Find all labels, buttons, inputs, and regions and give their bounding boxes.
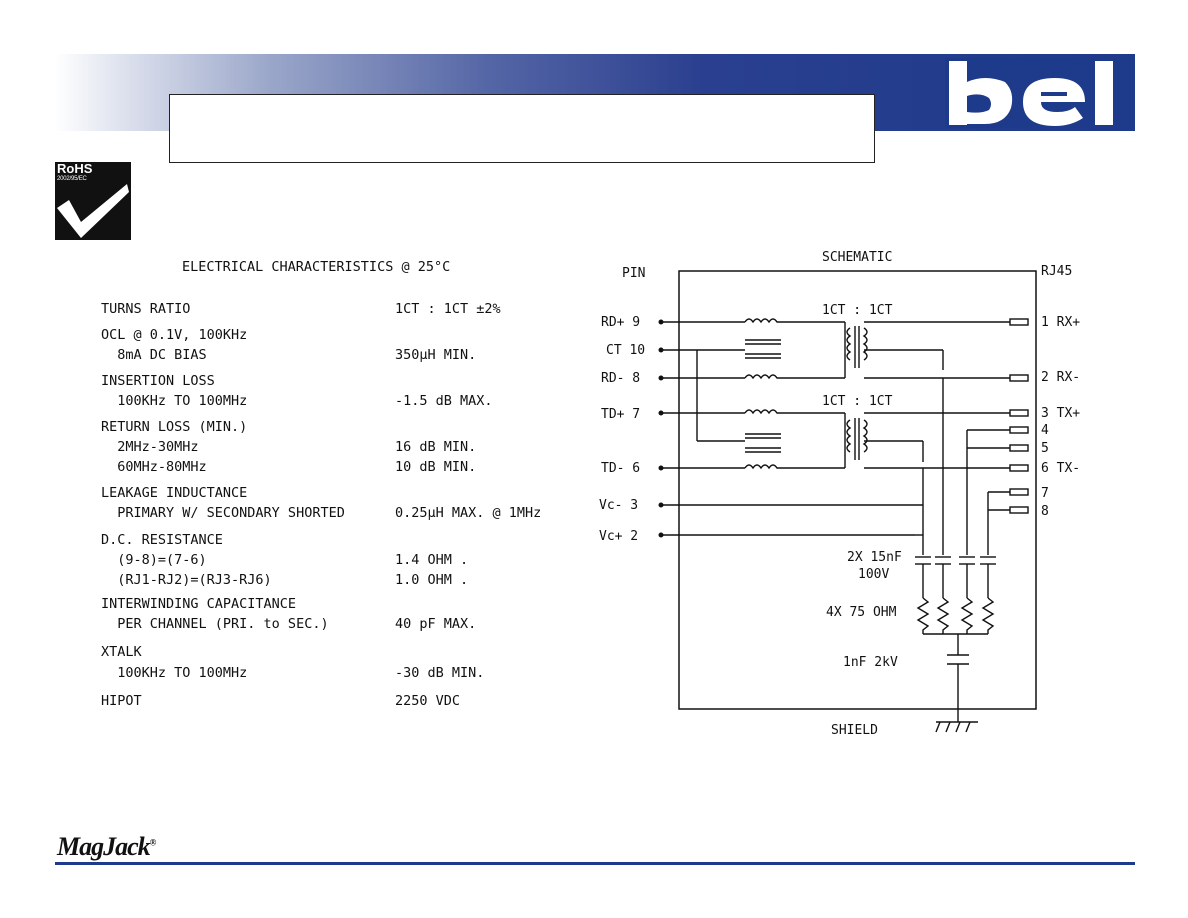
rohs-badge: RoHS 2002/95/EC [55,162,131,240]
pin-ct: CT 10 [606,343,645,358]
magjack-logo: MagJack® [57,832,156,862]
rohs-sub: 2002/95/EC [57,176,87,182]
param-label: INTERWINDING CAPACITANCE [101,596,297,612]
param-label: PRIMARY W/ SECONDARY SHORTED [101,505,345,521]
magjack-brand: MagJack [57,832,151,861]
rj-pin-7: 7 [1041,486,1049,501]
checkmark-icon [57,184,129,238]
param-value: 1.4 OHM . [395,552,469,568]
rj-pin-8: 8 [1041,504,1049,519]
pin-vc-minus: Vc- 3 [599,498,638,513]
param-label: 2MHz-30MHz [101,439,199,455]
param-value: 0.25µH MAX. @ 1MHz [395,505,542,521]
param-value: 350µH MIN. [395,347,477,363]
module-outline [678,270,1037,710]
pin-td-plus: TD+ 7 [601,407,640,422]
pin-rd-plus: RD+ 9 [601,315,640,330]
bel-logo [945,58,1135,128]
param-label: 60MHz-80MHz [101,459,207,475]
param-value: 1.0 OHM . [395,572,469,588]
param-value: -30 dB MIN. [395,665,485,681]
rj45-header: RJ45 [1041,264,1072,279]
cap-label-2: 100V [858,567,889,582]
rj-pin-6: 6 TX- [1041,461,1080,476]
param-label: (RJ1-RJ2)=(RJ3-RJ6) [101,572,272,588]
param-label: TURNS RATIO [101,301,191,317]
param-value: -1.5 dB MAX. [395,393,493,409]
title-box [169,94,875,163]
param-label: PER CHANNEL (PRI. to SEC.) [101,616,329,632]
param-label: (9-8)=(7-6) [101,552,207,568]
pin-header: PIN [622,266,645,281]
param-value: 10 dB MIN. [395,459,477,475]
pin-td-minus: TD- 6 [601,461,640,476]
pin-vc-plus: Vc+ 2 [599,529,638,544]
resistor-label: 4X 75 OHM [826,605,897,620]
rj-pin-4: 4 [1041,423,1049,438]
param-label: RETURN LOSS (MIN.) [101,419,248,435]
rj-pin-2: 2 RX- [1041,370,1080,385]
param-label: XTALK [101,644,142,660]
schematic-title: SCHEMATIC [822,250,892,265]
param-label: 8mA DC BIAS [101,347,207,363]
param-value: 1CT : 1CT ±2% [395,301,501,317]
param-label: OCL @ 0.1V, 100KHz [101,327,248,343]
param-value: 40 pF MAX. [395,616,477,632]
magjack-mark: ® [149,837,157,848]
electrical-title: ELECTRICAL CHARACTERISTICS @ 25°C [182,259,451,275]
param-value: 2250 VDC [395,693,461,709]
param-value: 16 dB MIN. [395,439,477,455]
cap-label-1: 2X 15nF [847,550,902,565]
param-label: D.C. RESISTANCE [101,532,223,548]
footer-rule [55,862,1135,865]
pin-rd-minus: RD- 8 [601,371,640,386]
rj-pin-1: 1 RX+ [1041,315,1080,330]
rj-pin-3: 3 TX+ [1041,406,1080,421]
ratio-top: 1CT : 1CT [822,303,893,318]
param-label: 100KHz TO 100MHz [101,665,248,681]
param-label: 100KHz TO 100MHz [101,393,248,409]
param-label: LEAKAGE INDUCTANCE [101,485,248,501]
rj-pin-5: 5 [1041,441,1049,456]
param-label: INSERTION LOSS [101,373,215,389]
hv-cap-label: 1nF 2kV [843,655,898,670]
ratio-bottom: 1CT : 1CT [822,394,893,409]
rohs-label: RoHS [57,161,93,176]
shield-label: SHIELD [831,723,878,738]
param-label: HIPOT [101,693,142,709]
